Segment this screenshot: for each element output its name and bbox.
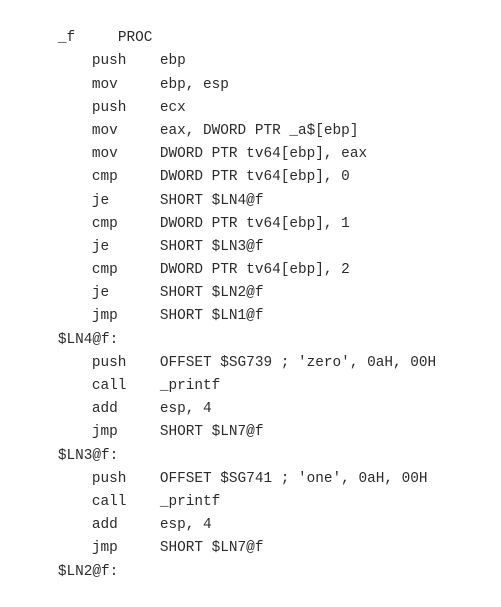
code-mnemonic: push <box>91 53 127 70</box>
code-line: push ebp <box>6 27 501 69</box>
code-operands: DWORD PTR tv64[ebp], 2 <box>159 262 350 279</box>
code-line: call _printf <box>6 352 501 394</box>
code-mnemonic: je <box>91 192 110 209</box>
code-mnemonic: cmp <box>91 215 118 232</box>
code-line: jmp SHORT $LN1@f <box>6 282 501 324</box>
code-mnemonic: call <box>91 493 127 510</box>
code-label: $LN2@f: <box>57 563 119 580</box>
code-line: $LN3@f: <box>6 421 501 464</box>
code-line: je SHORT $LN3@f <box>6 213 501 255</box>
code-operands: SHORT $LN2@f <box>159 285 264 302</box>
code-line: jmp SHORT $LN7@f <box>6 398 501 440</box>
code-operands: ebp <box>159 53 186 70</box>
code-mnemonic: mov <box>91 146 118 163</box>
code-operands: SHORT $LN4@f <box>159 192 264 209</box>
code-line: add esp, 4 <box>6 491 501 533</box>
code-line: mov ebp, esp <box>6 50 501 93</box>
code-operands: OFFSET $SG741 ; 'one', 0aH, 00H <box>159 470 428 487</box>
code-mnemonic: jmp <box>91 308 118 325</box>
code-line: push ecx <box>6 74 501 116</box>
code-line: cmp DWORD PTR tv64[ebp], 2 <box>6 236 501 278</box>
code-line: je SHORT $LN2@f <box>6 259 501 301</box>
code-operands: ecx <box>159 99 186 116</box>
code-operands: eax, DWORD PTR _a$[ebp] <box>159 122 359 139</box>
code-mnemonic: cmp <box>91 169 118 186</box>
code-mnemonic: add <box>91 401 118 418</box>
code-operands: DWORD PTR tv64[ebp], eax <box>159 146 368 163</box>
code-operands: _printf <box>159 493 221 510</box>
code-mnemonic: PROC <box>117 30 153 47</box>
code-mnemonic: mov <box>91 76 118 93</box>
code-mnemonic: jmp <box>91 540 118 557</box>
code-label: $LN3@f: <box>57 447 119 464</box>
code-operands: SHORT $LN1@f <box>159 308 264 325</box>
code-mnemonic: add <box>91 517 118 534</box>
code-mnemonic: je <box>91 238 110 255</box>
code-line: push OFFSET $SG741 ; 'one', 0aH, 00H <box>6 445 501 487</box>
code-line: $LN4@f: <box>6 305 501 348</box>
code-mnemonic: push <box>91 354 127 371</box>
code-mnemonic: call <box>91 378 127 395</box>
code-mnemonic: mov <box>91 122 118 139</box>
code-mnemonic: je <box>91 285 110 302</box>
code-line: cmp DWORD PTR tv64[ebp], 0 <box>6 143 501 185</box>
code-operands: ebp, esp <box>159 76 229 93</box>
code-operands: DWORD PTR tv64[ebp], 1 <box>159 215 350 232</box>
code-line: je SHORT $LN4@f <box>6 166 501 209</box>
code-operands: _printf <box>159 378 221 395</box>
code-line: _f PROC <box>6 4 501 46</box>
code-operands: esp, 4 <box>159 517 212 534</box>
code-mnemonic: push <box>91 99 127 116</box>
code-label: $LN4@f: <box>57 331 119 348</box>
code-operands: esp, 4 <box>159 401 212 418</box>
code-line: mov eax, DWORD PTR _a$[ebp] <box>6 97 501 139</box>
code-line: call _printf <box>6 468 501 510</box>
code-label: _f <box>57 30 76 47</box>
code-line: add esp, 4 <box>6 375 501 417</box>
code-line: jmp SHORT $LN7@f <box>6 514 501 556</box>
code-line: push OFFSET $SG739 ; 'zero', 0aH, 00H <box>6 329 501 371</box>
code-operands: OFFSET $SG739 ; 'zero', 0aH, 00H <box>159 354 437 371</box>
code-line: cmp DWORD PTR tv64[ebp], 1 <box>6 190 501 232</box>
code-operands: SHORT $LN7@f <box>159 540 264 557</box>
code-mnemonic: jmp <box>91 424 118 441</box>
code-operands: DWORD PTR tv64[ebp], 0 <box>159 169 350 186</box>
code-mnemonic: cmp <box>91 262 118 279</box>
code-operands: SHORT $LN3@f <box>159 238 264 255</box>
assembly-listing: _f PROC push ebp mov ebp, esp push ecx mov ea… <box>6 4 501 579</box>
code-operands: SHORT $LN7@f <box>159 424 264 441</box>
code-mnemonic: push <box>91 470 127 487</box>
